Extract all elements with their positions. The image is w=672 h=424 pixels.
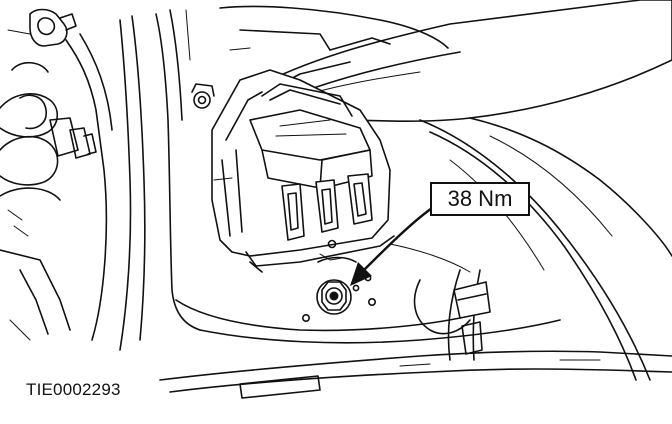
body-panel-edges <box>119 9 201 351</box>
lower-mounting-area <box>175 243 561 344</box>
torque-value: 38 Nm <box>447 186 513 211</box>
right-panel-curves <box>419 117 672 381</box>
belt-mechanism-assembly <box>191 69 395 273</box>
torque-callout: 38 Nm <box>430 182 530 216</box>
figure-id-label: TIE0002293 <box>26 380 121 399</box>
upper-trim-lines <box>219 5 449 51</box>
bottom-sill <box>159 350 672 399</box>
right-strap-clamp <box>413 269 491 361</box>
left-suspension-assembly <box>0 8 113 341</box>
callout-leader-arrow <box>350 206 434 286</box>
